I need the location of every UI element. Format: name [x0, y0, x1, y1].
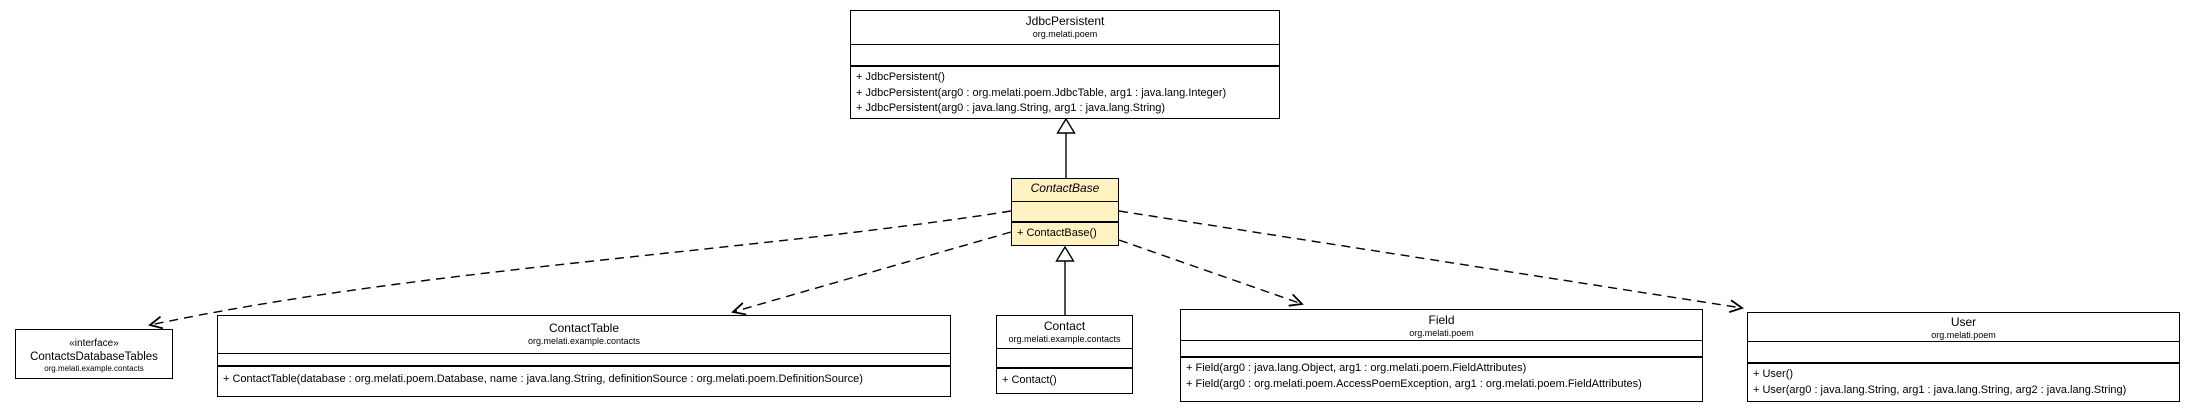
- class-title-compartment: ContactTable org.melati.example.contacts: [218, 316, 950, 354]
- class-name: ContactBase: [1030, 181, 1100, 195]
- dependency-edge-contactbase-contacttable: [733, 231, 1012, 312]
- methods-compartment: + ContactTable(database : org.melati.poe…: [218, 367, 950, 396]
- class-name: ContactsDatabaseTables: [30, 351, 158, 363]
- dependency-edge-contactbase-user: [1118, 210, 1742, 308]
- class-box-contactbase[interactable]: ContactBase + ContactBase(): [1011, 178, 1119, 246]
- methods-compartment: + ContactBase(): [1012, 223, 1118, 245]
- class-box-field[interactable]: Field org.melati.poem + Field(arg0 : jav…: [1180, 309, 1703, 402]
- class-package: org.melati.example.contacts: [44, 364, 144, 373]
- class-box-user[interactable]: User org.melati.poem + User() + User(arg…: [1747, 312, 2180, 402]
- method-signature: + JdbcPersistent(): [856, 71, 945, 83]
- class-title-compartment: Contact org.melati.example.contacts: [997, 316, 1132, 349]
- method-signature: + Contact(): [1002, 374, 1057, 386]
- method-signature: + JdbcPersistent(arg0 : java.lang.String…: [856, 102, 1166, 114]
- method-signature: + User(arg0 : java.lang.String, arg1 : j…: [1753, 383, 2127, 396]
- fields-compartment: [997, 349, 1132, 369]
- class-box-contactsdatabasetables[interactable]: «interface» ContactsDatabaseTables org.m…: [15, 329, 173, 379]
- method-signature: + ContactTable(database : org.melati.poe…: [223, 373, 863, 385]
- class-title-compartment: ContactBase: [1012, 179, 1118, 202]
- class-title-compartment: Field org.melati.poem: [1181, 310, 1702, 341]
- stereotype-label: «interface»: [69, 338, 119, 349]
- generalization-triangle-icon: [1056, 117, 1076, 134]
- fields-compartment: [1181, 341, 1702, 358]
- class-package: org.melati.poem: [1409, 328, 1474, 338]
- class-box-jdbcpersistent[interactable]: JdbcPersistent org.melati.poem + JdbcPer…: [850, 10, 1280, 119]
- fields-compartment: [1748, 342, 2179, 364]
- fields-compartment: [218, 354, 950, 367]
- class-title-compartment: JdbcPersistent org.melati.poem: [851, 11, 1279, 45]
- class-title-compartment: User org.melati.poem: [1748, 313, 2179, 342]
- method-signature: + ContactBase(): [1017, 227, 1097, 239]
- class-name: JdbcPersistent: [1025, 14, 1105, 28]
- methods-compartment: + Contact(): [997, 369, 1132, 393]
- fields-compartment: [851, 45, 1279, 67]
- class-package: org.melati.example.contacts: [1008, 334, 1121, 344]
- generalization-triangle-icon: [1055, 245, 1075, 262]
- class-name: User: [1950, 315, 1977, 329]
- methods-compartment: + Field(arg0 : java.lang.Object, arg1 : …: [1181, 358, 1702, 401]
- class-box-contact[interactable]: Contact org.melati.example.contacts + Co…: [996, 315, 1133, 394]
- method-signature: + Field(arg0 : java.lang.Object, arg1 : …: [1186, 362, 1527, 374]
- methods-compartment: + JdbcPersistent() + JdbcPersistent(arg0…: [851, 67, 1279, 118]
- methods-compartment: + User() + User(arg0 : java.lang.String,…: [1748, 364, 2179, 401]
- fields-compartment: [1012, 202, 1118, 223]
- class-box-contacttable[interactable]: ContactTable org.melati.example.contacts…: [217, 315, 951, 397]
- class-name: Contact: [1043, 319, 1086, 333]
- class-package: org.melati.poem: [1032, 29, 1098, 39]
- dependency-edge-contactbase-contactsdatabasetables: [150, 210, 1012, 325]
- class-package: org.melati.example.contacts: [527, 336, 641, 346]
- method-signature: + User(): [1753, 368, 1794, 380]
- class-name: ContactTable: [548, 321, 620, 335]
- class-package: org.melati.poem: [1931, 330, 1996, 340]
- method-signature: + Field(arg0 : org.melati.poem.AccessPoe…: [1186, 377, 1642, 390]
- class-name: Field: [1428, 313, 1455, 327]
- dependency-edge-contactbase-field: [1118, 239, 1302, 304]
- method-signature: + JdbcPersistent(arg0 : org.melati.poem.…: [856, 86, 1227, 99]
